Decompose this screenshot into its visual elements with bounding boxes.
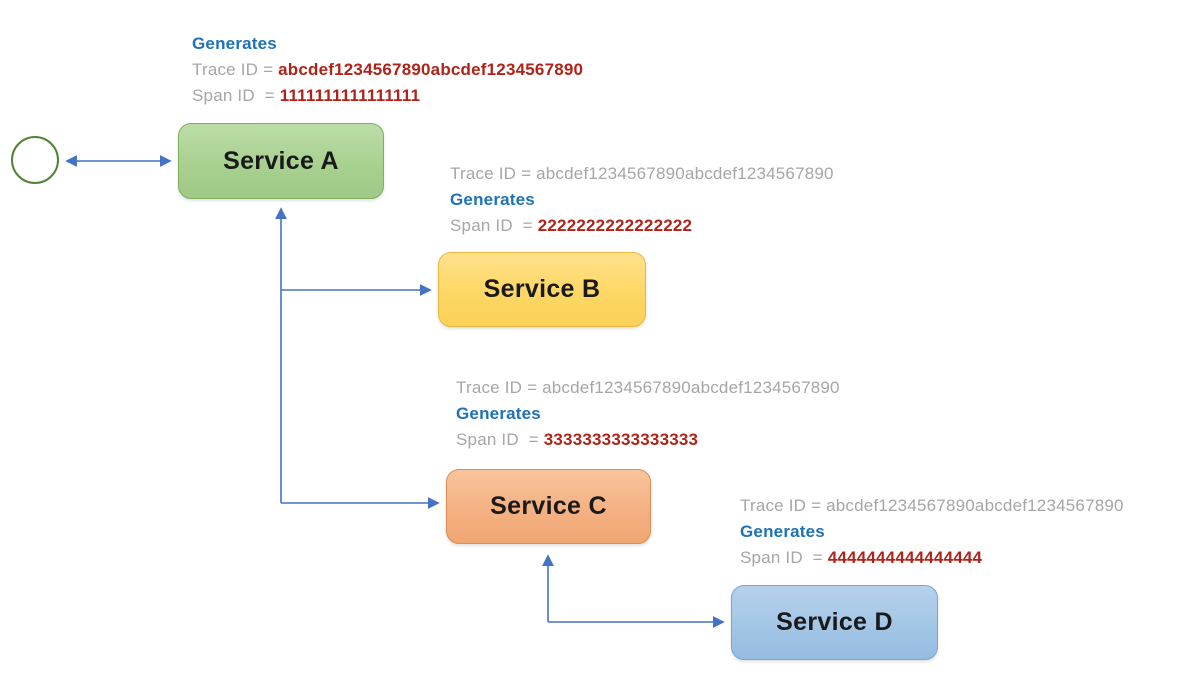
start-circle <box>11 136 59 184</box>
generates-label: Generates <box>450 190 535 209</box>
trace-id-label: Trace ID = <box>456 378 543 397</box>
service-a-node: Service A <box>178 123 384 199</box>
trace-id-label: Trace ID = <box>740 496 827 515</box>
trace-id-value: abcdef1234567890abcdef1234567890 <box>278 60 584 79</box>
service-d-label: Service D <box>776 608 893 636</box>
span-id-label: Span ID = <box>456 430 544 449</box>
service-b-label: Service B <box>483 275 601 303</box>
span-id-value: 1111111111111111 <box>279 86 421 105</box>
span-id-value: 4444444444444444 <box>827 548 983 567</box>
span-id-value: 2222222222222222 <box>537 216 693 235</box>
service-d-annotation: Trace ID = abcdef1234567890abcdef1234567… <box>740 493 1124 571</box>
service-d-node: Service D <box>731 585 938 660</box>
trace-id-value: abcdef1234567890abcdef1234567890 <box>536 164 834 183</box>
service-b-node: Service B <box>438 252 646 327</box>
generates-label: Generates <box>740 522 825 541</box>
service-b-annotation: Trace ID = abcdef1234567890abcdef1234567… <box>450 161 834 239</box>
span-id-label: Span ID = <box>192 86 280 105</box>
generates-label: Generates <box>192 34 277 53</box>
generates-label: Generates <box>456 404 541 423</box>
span-id-value: 3333333333333333 <box>543 430 699 449</box>
service-c-node: Service C <box>446 469 651 544</box>
service-c-annotation: Trace ID = abcdef1234567890abcdef1234567… <box>456 375 840 453</box>
span-id-label: Span ID = <box>450 216 538 235</box>
trace-id-value: abcdef1234567890abcdef1234567890 <box>542 378 840 397</box>
trace-id-value: abcdef1234567890abcdef1234567890 <box>826 496 1124 515</box>
service-a-annotation: Generates Trace ID = abcdef1234567890abc… <box>192 31 583 109</box>
span-id-label: Span ID = <box>740 548 828 567</box>
trace-id-label: Trace ID = <box>450 164 537 183</box>
trace-id-label: Trace ID = <box>192 60 279 79</box>
service-a-label: Service A <box>223 146 339 175</box>
service-c-label: Service C <box>490 492 607 520</box>
